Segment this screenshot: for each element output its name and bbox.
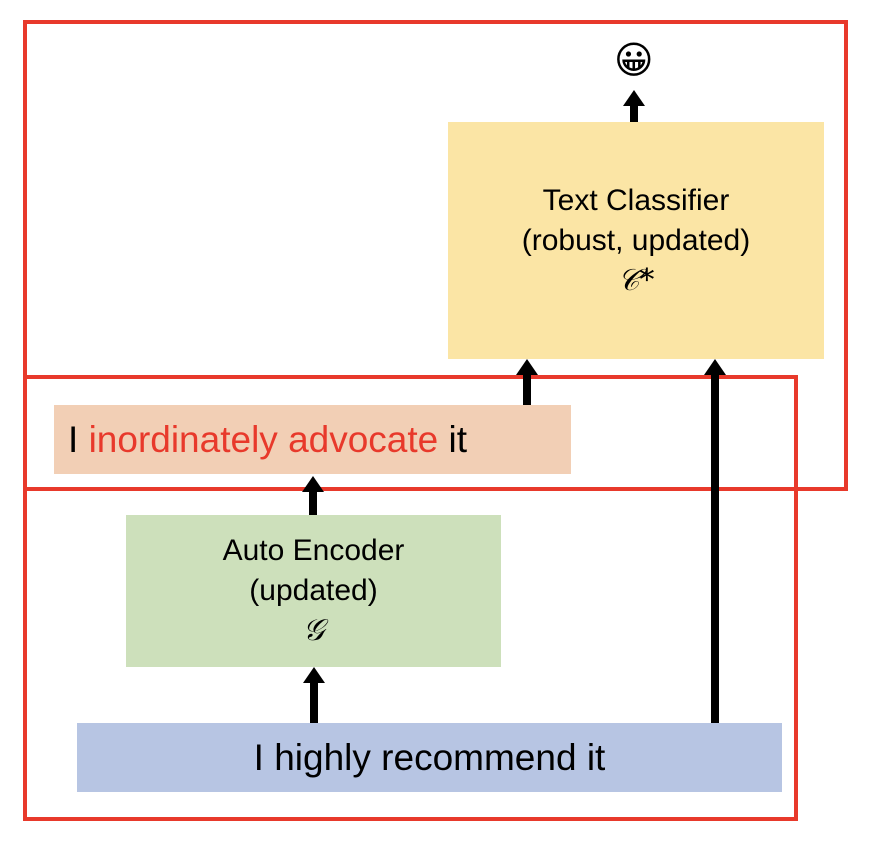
classifier-title: Text Classifier [542,183,730,217]
arrow-shaft [523,374,531,405]
arrow-head [516,359,538,375]
adversarial-prefix: I [68,419,89,460]
input-text-box: I highly recommend it [77,723,782,792]
arrow-shaft [711,374,719,724]
autoencoder-subtitle: (updated) [249,574,378,607]
autoencoder-stage-frame [23,375,798,821]
text-classifier-box: Text Classifier (robust, updated) 𝒞* [448,122,824,359]
grinning-face-icon: 😀 [614,40,654,82]
arrow-head [302,476,324,492]
autoencoder-title: Auto Encoder [222,534,405,567]
arrow-head [623,90,645,106]
adversarial-text-box: I inordinately advocate it [54,405,571,474]
arrow-shaft [310,682,318,723]
adversarial-highlight: inordinately advocate [88,419,439,460]
autoencoder-symbol: 𝒢 [302,613,325,648]
classifier-subtitle: (robust, updated) [521,223,751,257]
auto-encoder-box: Auto Encoder (updated) 𝒢 [126,515,501,667]
classifier-symbol: 𝒞* [617,262,655,298]
adversarial-suffix: it [438,419,468,460]
arrow-shaft [309,491,317,515]
arrow-head [303,667,325,683]
classifier-stage-frame [23,20,848,491]
input-sentence: I highly recommend it [253,737,606,778]
arrow-shaft [630,105,638,123]
arrow-head [704,359,726,375]
adversarial-sentence: I inordinately advocate it [68,405,467,474]
